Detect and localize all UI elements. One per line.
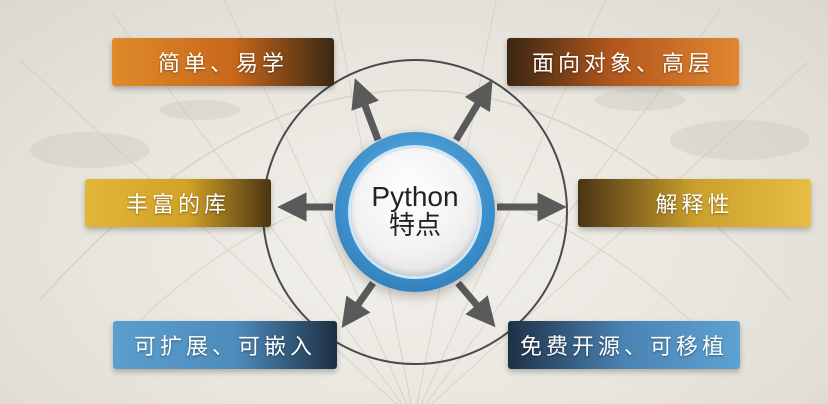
center-circle: Python 特点: [335, 132, 495, 292]
arrow-top-right: [453, 79, 493, 142]
feature-extensible-embeddable: 可扩展、可嵌入: [113, 321, 337, 369]
feature-rich-libraries: 丰富的库: [85, 179, 271, 227]
feature-object-oriented: 面向对象、高层: [507, 38, 739, 86]
feature-free-portable: 免费开源、可移植: [508, 321, 740, 369]
arrow-bottom-left: [341, 280, 376, 329]
center-title: Python: [371, 180, 459, 212]
center-label: Python 特点: [351, 148, 479, 276]
feature-simple-easy: 简单、易学: [112, 38, 334, 86]
arrow-top-left: [351, 78, 382, 142]
feature-interpreted: 解释性: [578, 179, 811, 227]
center-subtitle: 特点: [388, 211, 441, 242]
arrow-bottom-right: [455, 280, 496, 328]
